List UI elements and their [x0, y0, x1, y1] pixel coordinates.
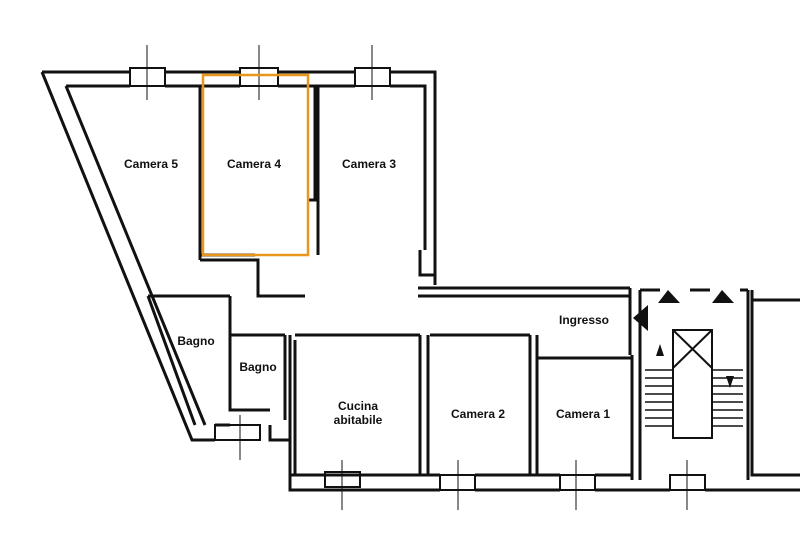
- room-label-cucina-abitabile: Cucina abitabile: [334, 399, 383, 427]
- room-label-camera-2: Camera 2: [450, 407, 506, 421]
- room-label-ingresso: Ingresso: [558, 313, 610, 327]
- stair-walls: [638, 288, 800, 480]
- corridor-walls: [146, 286, 632, 426]
- axis-ticks: [146, 45, 688, 510]
- cucina-line-1: Cucina: [337, 399, 378, 413]
- room-label-camera-5: Camera 5: [123, 157, 179, 171]
- room-label-bagno-2: Bagno: [239, 360, 277, 374]
- outer-wall-upper: [40, 70, 437, 442]
- stair-core: [672, 329, 713, 439]
- room-label-bagno-1: Bagno: [177, 334, 215, 348]
- stair-steps: [645, 369, 743, 427]
- entrance-arrows: [633, 290, 734, 388]
- room-label-camera-3: Camera 3: [341, 157, 397, 171]
- room-label-camera-4: Camera 4: [226, 157, 282, 171]
- lower-room-walls: [228, 335, 634, 480]
- camera-4-highlight: [201, 73, 310, 257]
- windows: [129, 67, 706, 491]
- cucina-line-2: abitabile: [333, 413, 383, 427]
- room-label-camera-1: Camera 1: [555, 407, 611, 421]
